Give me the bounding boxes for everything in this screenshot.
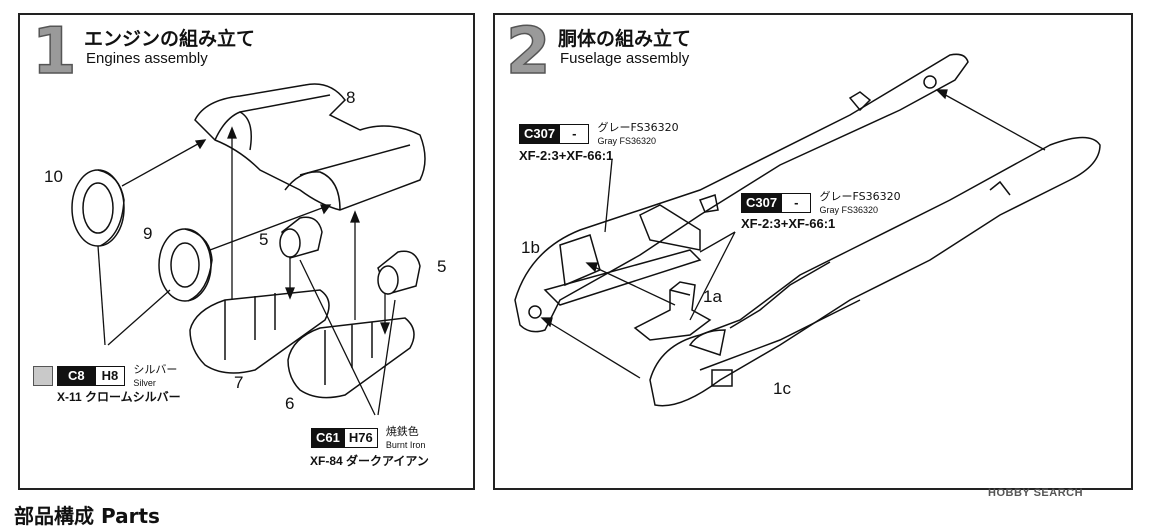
gray2-mix: XF-2:3+XF-66:1 — [741, 216, 836, 231]
silver-code2: H8 — [94, 366, 126, 386]
footer-parts-heading: 部品構成 Parts — [14, 504, 160, 528]
iron-name-ja: 焼鉄色 — [385, 425, 419, 438]
part-label-8: 8 — [346, 88, 356, 107]
silver-name-en: Silver — [133, 378, 156, 388]
step1-number: 1 — [31, 15, 77, 89]
gray2-name-ja: グレーFS36320 — [819, 190, 901, 203]
gray2-code: C307 — [741, 193, 783, 213]
gray1-code: C307 — [519, 124, 561, 144]
gray1-name-ja: グレーFS36320 — [597, 121, 679, 134]
iron-mix: XF-84 ダークアイアン — [310, 454, 429, 468]
step2-title-en: Fuselage assembly — [560, 50, 690, 67]
step2-fuselage-drawing — [514, 53, 1101, 407]
gray1-name-en: Gray FS36320 — [597, 136, 657, 146]
step2-number: 2 — [505, 15, 551, 89]
step2-title-ja: 胴体の組み立て — [558, 28, 692, 50]
silver-swatch — [33, 365, 53, 386]
color-callout-gray-2: C307- グレーFS36320 Gray FS36320 — [741, 189, 901, 216]
part-label-7: 7 — [234, 373, 244, 392]
part-label-1a: 1a — [703, 287, 722, 306]
silver-mix: X-11 クロームシルバー — [57, 390, 181, 404]
part-label-5b: 5 — [437, 257, 447, 276]
gray1-mix: XF-2:3+XF-66:1 — [519, 148, 614, 163]
gray2-name-en: Gray FS36320 — [819, 205, 879, 215]
part-label-5a: 5 — [259, 230, 269, 249]
iron-name-en: Burnt Iron — [385, 440, 426, 450]
silver-name-ja: シルバー — [133, 363, 178, 376]
part-label-6: 6 — [285, 394, 295, 413]
part-label-9: 9 — [143, 224, 153, 243]
part-label-1b: 1b — [521, 238, 540, 257]
iron-code2: H76 — [343, 428, 378, 448]
part-label-1c: 1c — [773, 379, 791, 398]
step1-title-en: Engines assembly — [86, 50, 208, 67]
part-label-10: 10 — [44, 167, 63, 186]
step1-title-ja: エンジンの組み立て — [84, 28, 256, 50]
step1-engine-drawing — [71, 83, 426, 416]
color-callout-gray-1: C307- グレーFS36320 Gray FS36320 — [519, 120, 679, 147]
watermark: HOBBY SEARCH — [988, 487, 1084, 499]
gray2-code2: - — [781, 193, 812, 213]
gray1-code2: - — [559, 124, 590, 144]
